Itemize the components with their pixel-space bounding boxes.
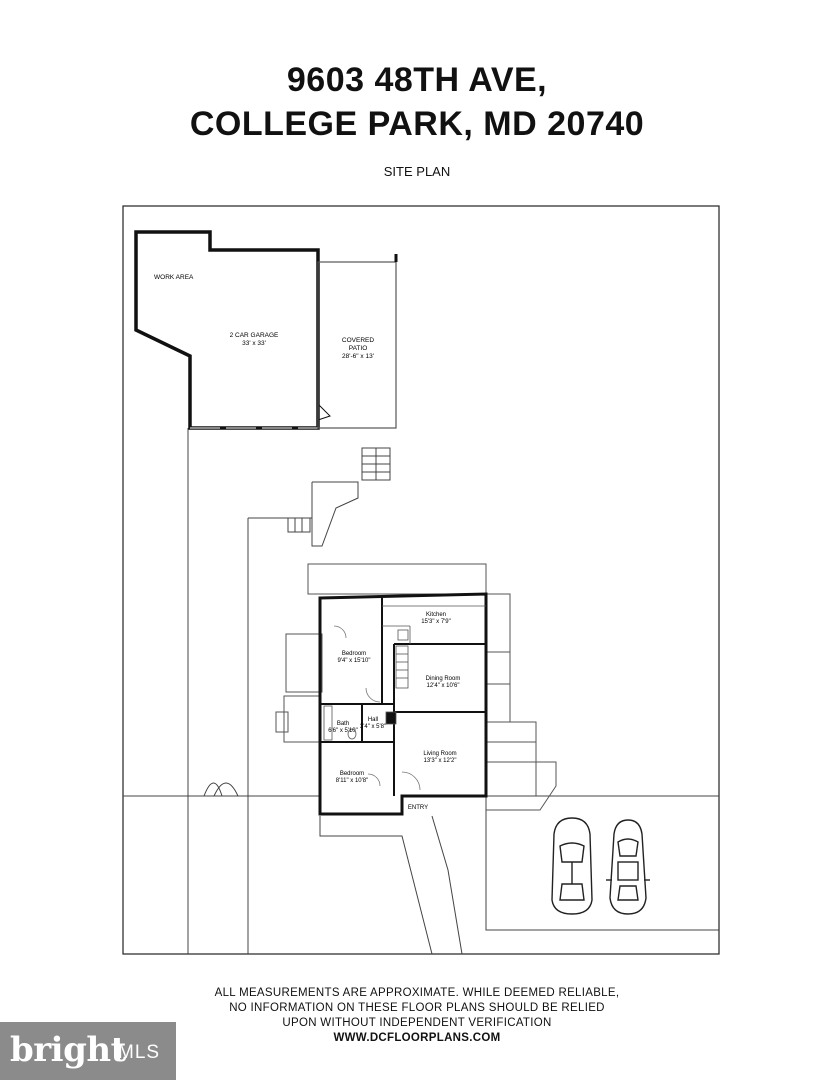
driveway xyxy=(187,428,312,954)
disclaimer-line-2: NO INFORMATION ON THESE FLOOR PLANS SHOU… xyxy=(229,1002,605,1014)
address-line-2: COLLEGE PARK, MD 20740 xyxy=(189,105,645,143)
logo-mls-text: MLS xyxy=(118,1042,161,1063)
interior-walls xyxy=(320,598,486,796)
garage-label: 2 CAR GARAGE xyxy=(230,332,279,339)
patio-size: 28'-6" x 13' xyxy=(342,353,374,360)
disclaimer-line-1: ALL MEASUREMENTS ARE APPROXIMATE. WHILE … xyxy=(214,987,620,999)
kitchen-label: Kitchen xyxy=(426,612,446,618)
rear-stairs xyxy=(287,447,391,547)
patio-outline xyxy=(317,261,397,429)
car-1 xyxy=(551,817,593,915)
entry-label: ENTRY xyxy=(408,805,428,811)
house-decks xyxy=(275,563,557,811)
kitchen-size: 15'3" x 7'9" xyxy=(421,619,451,625)
front-walkway xyxy=(319,796,719,955)
hall-label: Hall xyxy=(368,717,378,723)
bath-label: Bath xyxy=(337,721,349,727)
bedroom1-size: 9'4" x 15'10" xyxy=(338,658,371,664)
interior-stair xyxy=(385,645,409,725)
garage-size: 33' x 33' xyxy=(242,340,266,347)
work-area-label: WORK AREA xyxy=(154,274,194,281)
plan-subtitle: SITE PLAN xyxy=(383,164,451,179)
bedroom2-label: Bedroom xyxy=(340,771,364,777)
property-boundary xyxy=(122,205,720,955)
bedroom2-size: 8'11" x 10'8" xyxy=(336,778,368,784)
disclaimer: ALL MEASUREMENTS ARE APPROXIMATE. WHILE … xyxy=(0,986,834,1046)
house-outline xyxy=(318,592,488,816)
patio-label-1: COVERED xyxy=(342,337,374,344)
address-line-1: 9603 48TH AVE, xyxy=(286,61,548,99)
bedroom1-label: Bedroom xyxy=(342,651,366,657)
garage-outline xyxy=(134,230,320,430)
disclaimer-line-3: UPON WITHOUT INDEPENDENT VERIFICATION xyxy=(282,1017,552,1029)
logo-brand-text: bright xyxy=(10,1030,126,1070)
hall-size: 3'4" x 5'8" xyxy=(360,724,386,730)
bath-fixtures xyxy=(323,705,357,741)
website-link[interactable]: WWW.DCFLOORPLANS.COM xyxy=(333,1032,501,1044)
living-size: 13'3" x 12'2" xyxy=(424,758,457,764)
bright-mls-logo: bright MLS xyxy=(0,1022,176,1080)
dining-size: 12'4" x 10'6" xyxy=(427,683,460,689)
kitchen-counters xyxy=(382,605,486,644)
patio-label-2: PATIO xyxy=(349,345,368,352)
living-label: Living Room xyxy=(423,751,456,757)
bath-size: 6'6" x 5'10" xyxy=(328,728,358,734)
dining-label: Dining Room xyxy=(426,676,461,682)
door-swings xyxy=(333,625,421,791)
car-2 xyxy=(606,819,650,915)
